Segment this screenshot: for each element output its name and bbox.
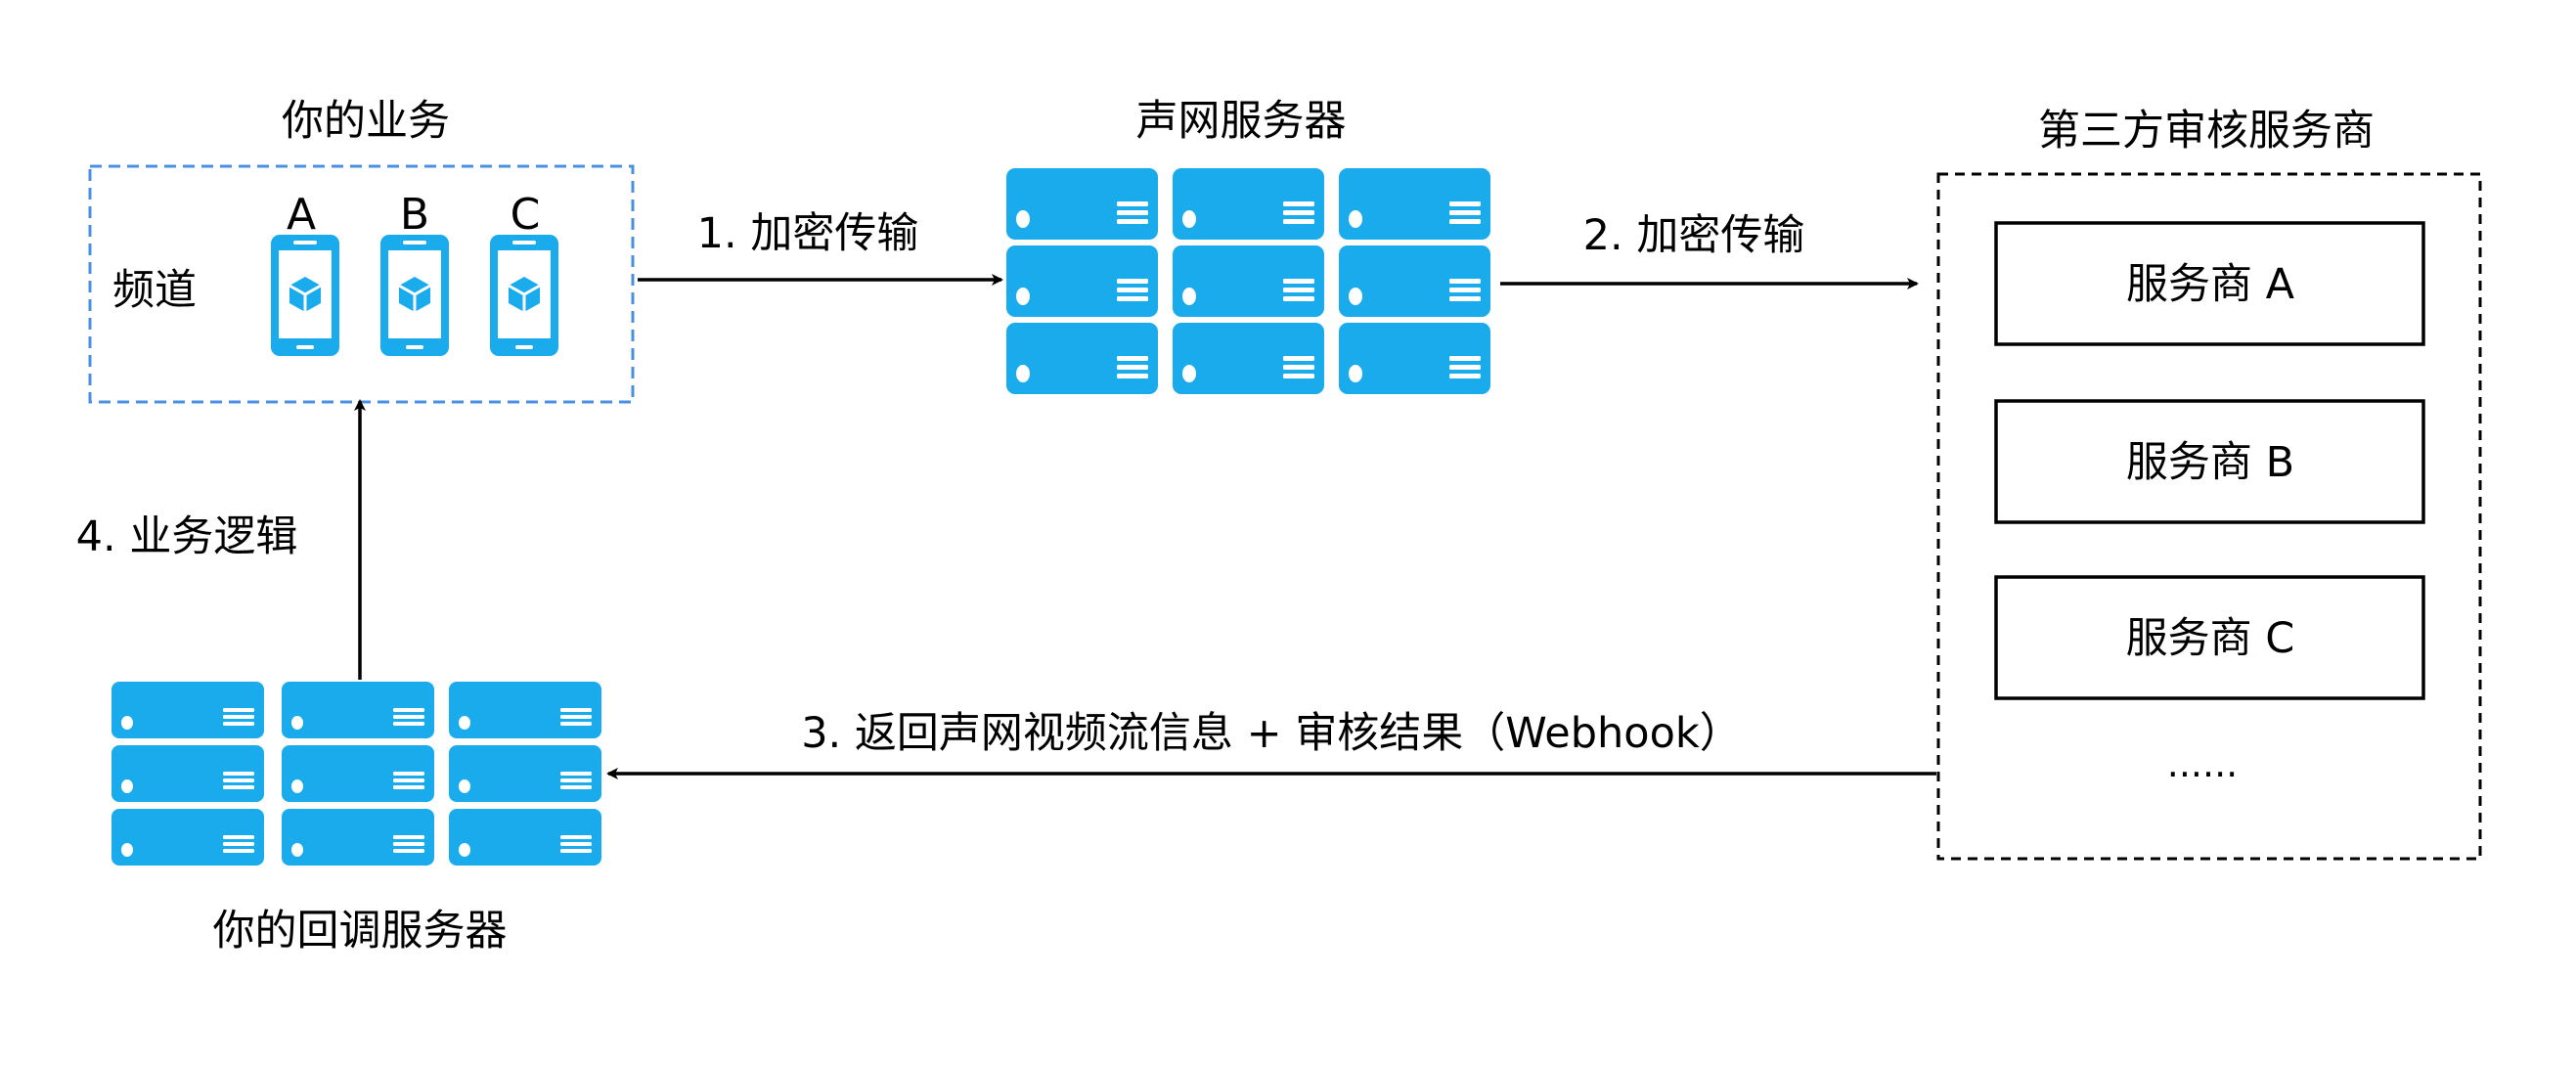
arrow-step3-label: 3. 返回声网视频流信息 + 审核结果（Webhook） bbox=[801, 709, 1742, 758]
arrow-step2: 2. 加密传输 bbox=[1500, 211, 1919, 289]
arrow-step1: 1. 加密传输 bbox=[638, 209, 1003, 286]
provider-c-label: 服务商 C bbox=[2126, 614, 2295, 663]
callback-server-title: 你的回调服务器 bbox=[213, 907, 508, 956]
arrow-step4-label: 4. 业务逻辑 bbox=[76, 512, 298, 561]
agora-server-title: 声网服务器 bbox=[1136, 97, 1347, 146]
provider-b-box bbox=[1994, 399, 2425, 524]
business-group: 你的业务 频道 A B C bbox=[88, 97, 635, 404]
phone-icon bbox=[488, 233, 560, 358]
provider-c: 服务商 C bbox=[1994, 575, 2425, 700]
moderation-box bbox=[1936, 172, 2482, 861]
business-title: 你的业务 bbox=[282, 97, 450, 146]
provider-b: 服务商 B bbox=[1994, 399, 2425, 524]
user-c: C bbox=[488, 190, 560, 358]
arrow-step3: 3. 返回声网视频流信息 + 审核结果（Webhook） bbox=[606, 709, 1936, 779]
provider-b-label: 服务商 B bbox=[2126, 438, 2294, 487]
provider-c-box bbox=[1994, 575, 2425, 700]
user-a-label: A bbox=[287, 190, 316, 240]
user-b-label: B bbox=[400, 190, 429, 240]
server-rack-icon bbox=[1006, 168, 1490, 394]
arrow-step1-label: 1. 加密传输 bbox=[697, 209, 919, 258]
phone-icon bbox=[269, 233, 341, 358]
more-providers: ...... bbox=[2167, 742, 2238, 785]
phone-icon bbox=[378, 233, 451, 358]
provider-a-label: 服务商 A bbox=[2126, 260, 2295, 309]
user-c-label: C bbox=[511, 190, 541, 240]
arrow-step2-label: 2. 加密传输 bbox=[1583, 211, 1805, 260]
provider-a-box bbox=[1994, 221, 2425, 346]
callback-server-group: 你的回调服务器 bbox=[111, 682, 601, 956]
moderation-group: 第三方审核服务商 服务商 A 服务商 B 服务商 C ...... bbox=[1936, 107, 2482, 861]
user-b: B bbox=[378, 190, 451, 358]
server-rack-icon bbox=[111, 682, 601, 866]
user-a: A bbox=[269, 190, 341, 358]
arrow-step4: 4. 业务逻辑 bbox=[76, 399, 366, 680]
agora-server-group: 声网服务器 bbox=[1006, 97, 1490, 394]
moderation-title: 第三方审核服务商 bbox=[2038, 107, 2375, 156]
provider-a: 服务商 A bbox=[1994, 221, 2425, 346]
channel-label: 频道 bbox=[112, 266, 197, 315]
